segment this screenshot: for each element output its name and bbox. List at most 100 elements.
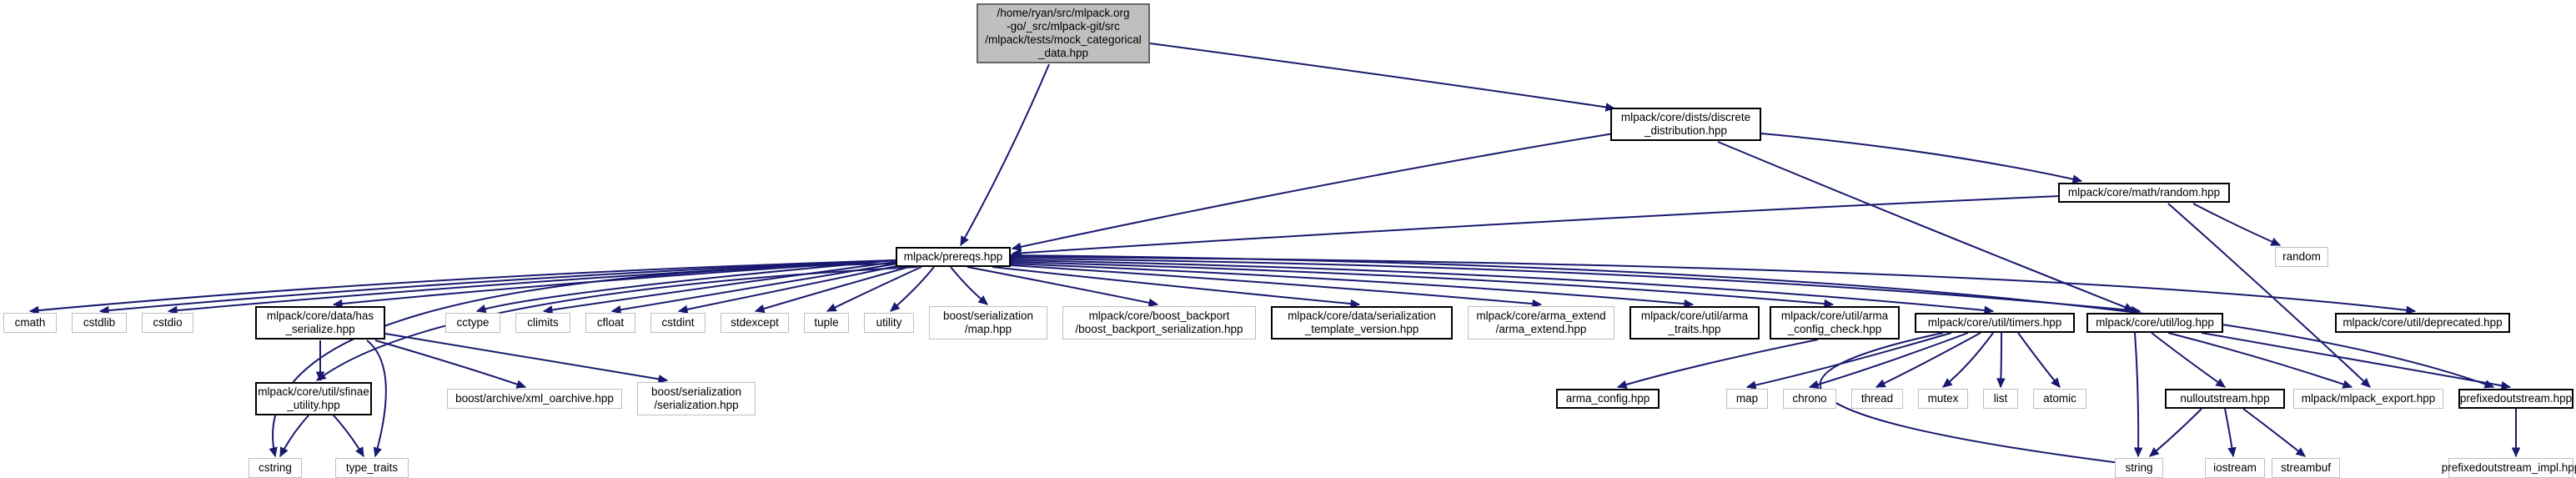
xml-oarchive-node: boost/archive/xml_oarchive.hpp — [447, 389, 622, 409]
edge-discrete-to-log — [1717, 141, 2134, 311]
stdexcept-node: stdexcept — [721, 313, 789, 333]
arrowhead-has-serialize-to-xml-oarchive — [515, 380, 527, 389]
arrowhead-prefixedoutstream-to-impl — [2511, 447, 2521, 458]
cfloat-node: cfloat — [585, 313, 635, 333]
edge-log-to-export — [2167, 332, 2353, 388]
utility-node: utility — [864, 313, 914, 333]
streambuf-node: streambuf — [2272, 458, 2340, 478]
arrowhead-prereqs-to-cstdint — [677, 304, 689, 314]
arrowhead-prereqs-to-deprecated — [2405, 305, 2417, 315]
arrowhead-log-to-nulloutstream — [2215, 378, 2226, 388]
arrowhead-root-to-discrete — [1604, 103, 1616, 112]
edge-prereqs-to-utility — [890, 266, 935, 312]
timers-node[interactable]: mlpack/core/util/timers.hpp — [1915, 313, 2075, 333]
arrowhead-prereqs-to-cstdlib — [98, 305, 109, 315]
prefixedoutstream-node[interactable]: prefixedoutstream.hpp — [2458, 389, 2573, 409]
arrowhead-prereqs-to-arma-config-check — [1824, 299, 1835, 309]
edge-prereqs-to-sfinae — [316, 266, 918, 381]
random-hpp-node[interactable]: mlpack/core/math/random.hpp — [2058, 183, 2230, 203]
arma-config-check-node[interactable]: mlpack/core/util/arma _config_check.hpp — [1770, 306, 1900, 340]
root-file-node: /home/ryan/src/mlpack.org -go/_src/mlpac… — [977, 3, 1150, 63]
edge-prereqs-to-cctype — [476, 259, 896, 312]
cstdlib-node: cstdlib — [72, 313, 127, 333]
arrowhead-root-to-prereqs — [960, 235, 969, 247]
edge-random-to-prereqs — [1012, 195, 2061, 254]
serialization-template-version-node[interactable]: mlpack/core/data/serialization _template… — [1271, 306, 1453, 340]
arrowhead-prereqs-to-timers — [1984, 305, 1995, 315]
cmath-node: cmath — [3, 313, 57, 333]
arrowhead-nulloutstream-to-string — [2149, 447, 2160, 457]
arrowhead-timers-to-thread — [1875, 379, 1886, 388]
edge-prereqs-to-serialization-template — [992, 266, 1360, 305]
string-node: string — [2115, 458, 2163, 478]
edge-arma-config-check-to-arma-config — [1617, 339, 1819, 388]
edge-has-serialize-to-type-traits — [366, 340, 387, 457]
arma-traits-node[interactable]: mlpack/core/util/arma _traits.hpp — [1629, 306, 1760, 340]
arma-extend-node: mlpack/core/arma_extend /arma_extend.hpp — [1468, 306, 1614, 340]
edge-prereqs-to-prefixedoutstream — [1010, 254, 2494, 388]
dependency-edges — [28, 43, 2521, 467]
edge-log-to-prefixedoutstream — [2201, 332, 2511, 388]
edge-prereqs-to-cstdint — [678, 264, 901, 312]
cstdint-node: cstdint — [650, 313, 706, 333]
edge-random-to-randomstd — [2192, 203, 2281, 246]
edge-timers-to-atomic — [2017, 332, 2061, 388]
map-node: map — [1726, 389, 1768, 409]
arrowhead-prereqs-to-climits — [542, 305, 554, 314]
arrowhead-prereqs-to-cmath — [28, 305, 39, 315]
edge-discrete-to-prereqs — [1012, 133, 1614, 249]
arrowhead-random-to-randomstd — [2270, 237, 2282, 246]
edge-root-to-discrete — [1149, 43, 1615, 109]
edge-prereqs-to-stdexcept — [755, 266, 910, 312]
edge-discrete-to-random — [1760, 133, 2082, 182]
deprecated-node[interactable]: mlpack/core/util/deprecated.hpp — [2335, 313, 2510, 333]
iostream-node: iostream — [2205, 458, 2265, 478]
edge-prereqs-to-climits — [543, 261, 896, 312]
arrowhead-arma-config-check-to-arma-config — [1616, 380, 1628, 389]
thread-node: thread — [1851, 389, 1903, 409]
arrowhead-nulloutstream-to-streambuf — [2295, 447, 2306, 457]
cctype-node: cctype — [445, 313, 500, 333]
edge-log-to-nulloutstream — [2151, 332, 2226, 388]
discrete-distribution-node[interactable]: mlpack/core/dists/discrete _distribution… — [1610, 108, 1761, 141]
arrowhead-prereqs-to-arma-extend — [1532, 299, 1543, 309]
edge-root-to-prereqs — [960, 63, 1050, 246]
edge-prereqs-to-cmath — [29, 259, 896, 312]
arma-config-node[interactable]: arma_config.hpp — [1556, 389, 1660, 409]
arrowhead-prereqs-to-arma-traits — [1684, 299, 1695, 309]
arrowhead-discrete-to-prereqs — [1011, 242, 1022, 251]
arrowhead-prereqs-to-has-serialize — [332, 299, 343, 309]
arrowhead-prereqs-to-serialization-template — [1350, 299, 1361, 309]
edge-prereqs-to-timers — [1010, 259, 1994, 312]
arrowhead-timers-to-atomic — [2051, 377, 2061, 388]
edge-random-to-export — [2167, 203, 2371, 388]
edge-prereqs-to-log — [1010, 258, 2141, 312]
arrowhead-has-serialize-to-sfinae — [315, 371, 325, 382]
edge-prereqs-to-arma-extend — [1010, 264, 1542, 305]
arrowhead-log-to-export — [2342, 380, 2353, 389]
has-serialize-node[interactable]: mlpack/core/data/has _serialize.hpp — [255, 306, 385, 340]
prefixedoutstream-impl-node: prefixedoutstream_impl.hpp — [2442, 458, 2576, 478]
edge-timers-to-chrono — [1809, 332, 1969, 388]
arrowhead-discrete-to-random — [2071, 174, 2083, 184]
edge-timers-to-mutex — [1942, 332, 1994, 388]
arrowhead-has-serialize-to-type-traits — [373, 446, 382, 458]
nulloutstream-node[interactable]: nulloutstream.hpp — [2165, 389, 2285, 409]
arrowhead-prereqs-to-boost-map — [977, 295, 988, 305]
sfinae-utility-node[interactable]: mlpack/core/util/sfinae _utility.hpp — [255, 382, 372, 415]
arrowhead-random-to-export — [2360, 377, 2371, 388]
arrowhead-prereqs-to-cctype — [475, 304, 487, 314]
prereqs-node[interactable]: mlpack/prereqs.hpp — [896, 247, 1011, 267]
arrowhead-prereqs-to-cstring — [269, 446, 278, 458]
arrowhead-prereqs-to-stdexcept — [754, 304, 766, 314]
atomic-node: atomic — [2033, 389, 2086, 409]
boost-serialization-node: boost/serialization /serialization.hpp — [637, 382, 756, 415]
climits-node: climits — [515, 313, 570, 333]
log-node[interactable]: mlpack/core/util/log.hpp — [2086, 313, 2223, 333]
edge-prereqs-to-cstdlib — [99, 259, 896, 312]
list-node: list — [1983, 389, 2018, 409]
mlpack-export-node: mlpack/mlpack_export.hpp — [2293, 389, 2443, 409]
edge-nulloutstream-to-streambuf — [2242, 408, 2306, 457]
tuple-node: tuple — [804, 313, 849, 333]
